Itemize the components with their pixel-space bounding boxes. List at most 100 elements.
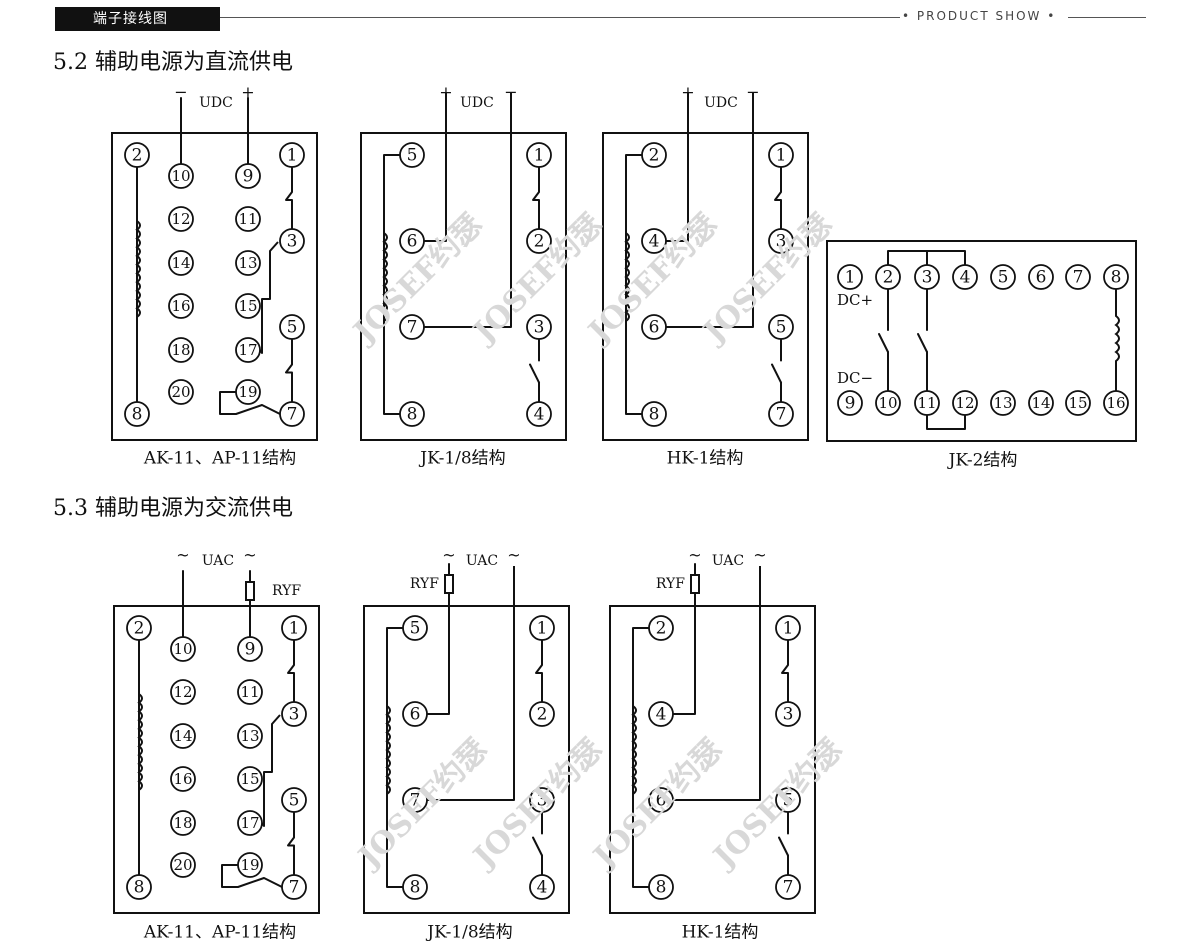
terminal-circle bbox=[768, 401, 794, 427]
terminal-circle bbox=[529, 787, 555, 813]
terminal-label: 12 bbox=[171, 210, 190, 228]
terminal-circle bbox=[648, 615, 674, 641]
terminal-circle bbox=[279, 228, 305, 254]
contact-nc bbox=[532, 167, 540, 229]
resistor bbox=[245, 581, 255, 601]
terminal-label: 1 bbox=[287, 146, 298, 166]
terminal-label: 3 bbox=[922, 268, 933, 288]
terminal-circle bbox=[768, 314, 794, 340]
terminal-label: 15 bbox=[238, 297, 257, 315]
terminal-label: 5 bbox=[776, 318, 787, 338]
supply-label: UDC bbox=[460, 95, 494, 111]
terminal-label: 15 bbox=[1068, 394, 1087, 412]
terminal-circle bbox=[126, 615, 152, 641]
supply-lead bbox=[666, 93, 754, 328]
contact-no bbox=[529, 363, 540, 384]
coil-hk1 bbox=[631, 705, 637, 795]
terminal-label: 8 bbox=[1111, 268, 1122, 288]
contact-no bbox=[917, 333, 928, 353]
terminal-label: 1 bbox=[289, 619, 300, 639]
supply-lead bbox=[424, 93, 447, 242]
caption-jk18-dc: JK-1/8结构 bbox=[418, 449, 505, 469]
terminal-circle bbox=[526, 401, 552, 427]
coil-jk2 bbox=[1114, 315, 1120, 362]
terminal-label: 13 bbox=[240, 727, 259, 745]
terminal-label: 11 bbox=[917, 394, 936, 412]
terminal-label: 16 bbox=[173, 770, 192, 788]
terminal-circle bbox=[402, 874, 428, 900]
coil-hk1 bbox=[624, 232, 630, 322]
terminal-circle bbox=[526, 228, 552, 254]
section-title-ac: 5.3 辅助电源为交流供电 bbox=[53, 496, 293, 521]
terminal-label: 6 bbox=[410, 705, 421, 725]
terminal-circle bbox=[170, 679, 196, 705]
housing-hk1 bbox=[602, 132, 809, 441]
terminal-circle bbox=[526, 314, 552, 340]
terminal-label: 5 bbox=[998, 268, 1009, 288]
terminal-circle bbox=[952, 264, 978, 290]
terminal-circle bbox=[837, 264, 863, 290]
terminal-label: 1 bbox=[845, 268, 856, 288]
terminal-label: 5 bbox=[287, 318, 298, 338]
terminal-label: 16 bbox=[171, 297, 190, 315]
terminal-label: 20 bbox=[173, 856, 192, 874]
terminal-label: 2 bbox=[132, 146, 143, 166]
caption-ak11-dc: AK-11、AP-11结构 bbox=[143, 449, 296, 469]
terminal-circle bbox=[170, 852, 196, 878]
terminal-circle bbox=[641, 142, 667, 168]
section-title-dc: 5.2 辅助电源为直流供电 bbox=[53, 50, 293, 75]
supply-lead bbox=[424, 93, 512, 328]
terminal-label: 8 bbox=[649, 405, 660, 425]
terminal-label: 11 bbox=[238, 210, 257, 228]
terminal-circle bbox=[768, 228, 794, 254]
terminal-circle bbox=[402, 615, 428, 641]
terminal-circle bbox=[529, 701, 555, 727]
terminal-label: 17 bbox=[238, 341, 257, 359]
terminal-label: 3 bbox=[287, 232, 298, 252]
supply-lead bbox=[427, 566, 515, 801]
terminal-circle bbox=[526, 142, 552, 168]
contact-nc bbox=[285, 167, 293, 229]
terminal-circle bbox=[1028, 264, 1054, 290]
terminal-label: 10 bbox=[878, 394, 897, 412]
terminal-circle bbox=[170, 636, 196, 662]
terminal-label: 1 bbox=[537, 619, 548, 639]
supply-tilde: ~ bbox=[753, 546, 766, 565]
terminal-circle bbox=[237, 766, 263, 792]
terminal-label: 19 bbox=[240, 856, 259, 874]
terminal-label: 5 bbox=[289, 791, 300, 811]
terminal-circle bbox=[168, 379, 194, 405]
terminal-circle bbox=[235, 163, 261, 189]
terminal-circle bbox=[168, 163, 194, 189]
wire bbox=[259, 241, 279, 354]
terminal-label: 7 bbox=[407, 318, 418, 338]
supply-lead bbox=[673, 593, 696, 715]
caption-hk1-dc: HK-1结构 bbox=[667, 449, 744, 469]
terminal-label: 4 bbox=[656, 705, 667, 725]
terminal-label: 3 bbox=[289, 705, 300, 725]
terminal-circle bbox=[279, 314, 305, 340]
watermark: JOSEF约瑟 bbox=[585, 732, 729, 876]
terminal-label: 10 bbox=[171, 167, 190, 185]
terminal-label: 3 bbox=[776, 232, 787, 252]
terminal-circle bbox=[399, 142, 425, 168]
product-show-label: • PRODUCT SHOW • bbox=[902, 9, 1057, 23]
terminal-circle bbox=[168, 250, 194, 276]
terminal-label: 12 bbox=[955, 394, 974, 412]
terminal-label: 11 bbox=[240, 683, 259, 701]
terminal-circle bbox=[1065, 264, 1091, 290]
terminal-circle bbox=[837, 390, 863, 416]
terminal-label: 7 bbox=[776, 405, 787, 425]
terminal-circle bbox=[281, 787, 307, 813]
supply-minus: − bbox=[174, 83, 187, 102]
supply-minus: − bbox=[504, 83, 517, 102]
terminal-circle bbox=[875, 390, 901, 416]
header-rule bbox=[220, 17, 900, 18]
terminal-circle bbox=[124, 401, 150, 427]
terminal-circle bbox=[237, 679, 263, 705]
housing-ak11 bbox=[111, 132, 318, 441]
terminal-label: 2 bbox=[537, 705, 548, 725]
terminal-circle bbox=[775, 701, 801, 727]
header-tag: 端子接线图 bbox=[55, 7, 220, 31]
terminal-label: 14 bbox=[173, 727, 192, 745]
